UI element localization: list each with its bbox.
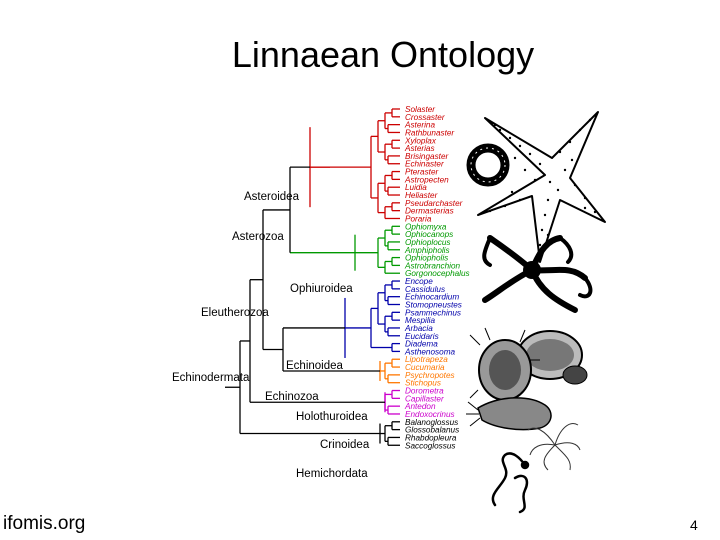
acorn-worm-drawing xyxy=(491,452,530,514)
feather-star-drawing xyxy=(527,423,581,471)
leaf-label-astropecten: Astropecten xyxy=(404,175,449,184)
leaf-label-rhabdopleura: Rhabdopleura xyxy=(405,433,457,442)
leaf-label-encope: Encope xyxy=(405,277,433,286)
leaf-label-asterina: Asterina xyxy=(404,121,435,130)
leaf-label-stichopus: Stichopus xyxy=(405,379,441,388)
leaf-label-mespilia: Mespilia xyxy=(405,316,435,325)
leaf-label-arbacia: Arbacia xyxy=(404,324,433,333)
leaf-label-xyloplax: Xyloplax xyxy=(404,136,437,145)
leaf-label-poraria: Poraria xyxy=(405,214,432,223)
node-label-asteroidea: Asteroidea xyxy=(244,191,300,203)
leaf-label-amphipholis: Amphipholis xyxy=(404,246,450,255)
leaf-label-ophiopholis: Ophiopholis xyxy=(405,254,448,263)
leaf-label-ophiocanops: Ophiocanops xyxy=(405,230,453,239)
leaf-label-echinaster: Echinaster xyxy=(405,160,444,169)
leaf-label-pseudarchaster: Pseudarchaster xyxy=(405,199,463,208)
leaf-label-diadema: Diadema xyxy=(405,340,438,349)
sea-urchin-drawing xyxy=(469,327,588,411)
leaf-label-capillaster: Capillaster xyxy=(405,394,444,403)
slide-title: Linnaean Ontology xyxy=(231,34,535,75)
leaf-label-ophiomyxa: Ophiomyxa xyxy=(405,222,447,231)
page-number: 4 xyxy=(690,517,698,533)
leaf-label-gorgonocephalus: Gorgonocephalus xyxy=(405,269,470,278)
leaf-label-eucidaris: Eucidaris xyxy=(405,332,439,341)
leaf-label-asterias: Asterias xyxy=(404,144,435,153)
leaf-label-stomopneustes: Stomopneustes xyxy=(405,301,462,310)
sea-cucumber-drawing xyxy=(466,397,552,431)
leaf-label-lipotrapeza: Lipotrapeza xyxy=(405,355,448,364)
leaf-label-saccoglossus: Saccoglossus xyxy=(405,441,456,450)
leaf-label-brisingaster: Brisingaster xyxy=(405,152,449,161)
leaf-label-ophioplocus: Ophioplocus xyxy=(405,238,451,247)
leaf-label-dermasterias: Dermasterias xyxy=(405,207,454,216)
leaf-label-solaster: Solaster xyxy=(405,105,435,114)
leaf-label-endoxocrinus: Endoxocrinus xyxy=(405,410,455,419)
node-label-asterozoa: Asterozoa xyxy=(232,231,284,243)
brittle-star-drawing xyxy=(482,235,593,313)
ring-drawing xyxy=(466,143,510,187)
leaf-label-cassidulus: Cassidulus xyxy=(405,285,445,294)
leaf-label-psammechinus: Psammechinus xyxy=(405,308,461,317)
leaf-label-echinocardium: Echinocardium xyxy=(405,293,459,302)
leaf-label-psychropotes: Psychropotes xyxy=(405,371,455,380)
leaf-label-luidia: Luidia xyxy=(405,183,427,192)
node-label-echinozoa: Echinozoa xyxy=(265,391,319,403)
leaf-label-astrobranchion: Astrobranchion xyxy=(404,261,461,270)
node-label-ophiuroidea: Ophiuroidea xyxy=(290,283,353,295)
illustrations xyxy=(466,111,606,514)
starfish-drawing xyxy=(477,111,606,263)
footer-site-name: ifomis.org xyxy=(3,513,86,534)
node-label-echinoidea: Echinoidea xyxy=(286,360,344,372)
node-label-crinoidea: Crinoidea xyxy=(320,439,370,451)
leaf-label-antedon: Antedon xyxy=(404,402,436,411)
node-label-eleutherozoa: Eleutherozoa xyxy=(201,307,269,319)
leaf-label-cucumaria: Cucumaria xyxy=(405,363,445,372)
leaf-label-heliaster: Heliaster xyxy=(405,191,438,200)
leaf-label-pteraster: Pteraster xyxy=(405,168,438,177)
node-label-holothuroidea: Holothuroidea xyxy=(296,411,368,423)
node-label-echinodermata: Echinodermata xyxy=(172,372,250,384)
leaf-label-crossaster: Crossaster xyxy=(405,113,445,122)
node-label-hemichordata: Hemichordata xyxy=(296,468,368,480)
leaf-label-asthenosoma: Asthenosoma xyxy=(404,347,456,356)
leaf-label-glossobalanus: Glossobalanus xyxy=(405,426,459,435)
leaf-label-rathbunaster: Rathbunaster xyxy=(405,128,454,137)
leaf-label-dorometra: Dorometra xyxy=(405,387,444,396)
leaf-label-balanoglossus: Balanoglossus xyxy=(405,418,458,427)
